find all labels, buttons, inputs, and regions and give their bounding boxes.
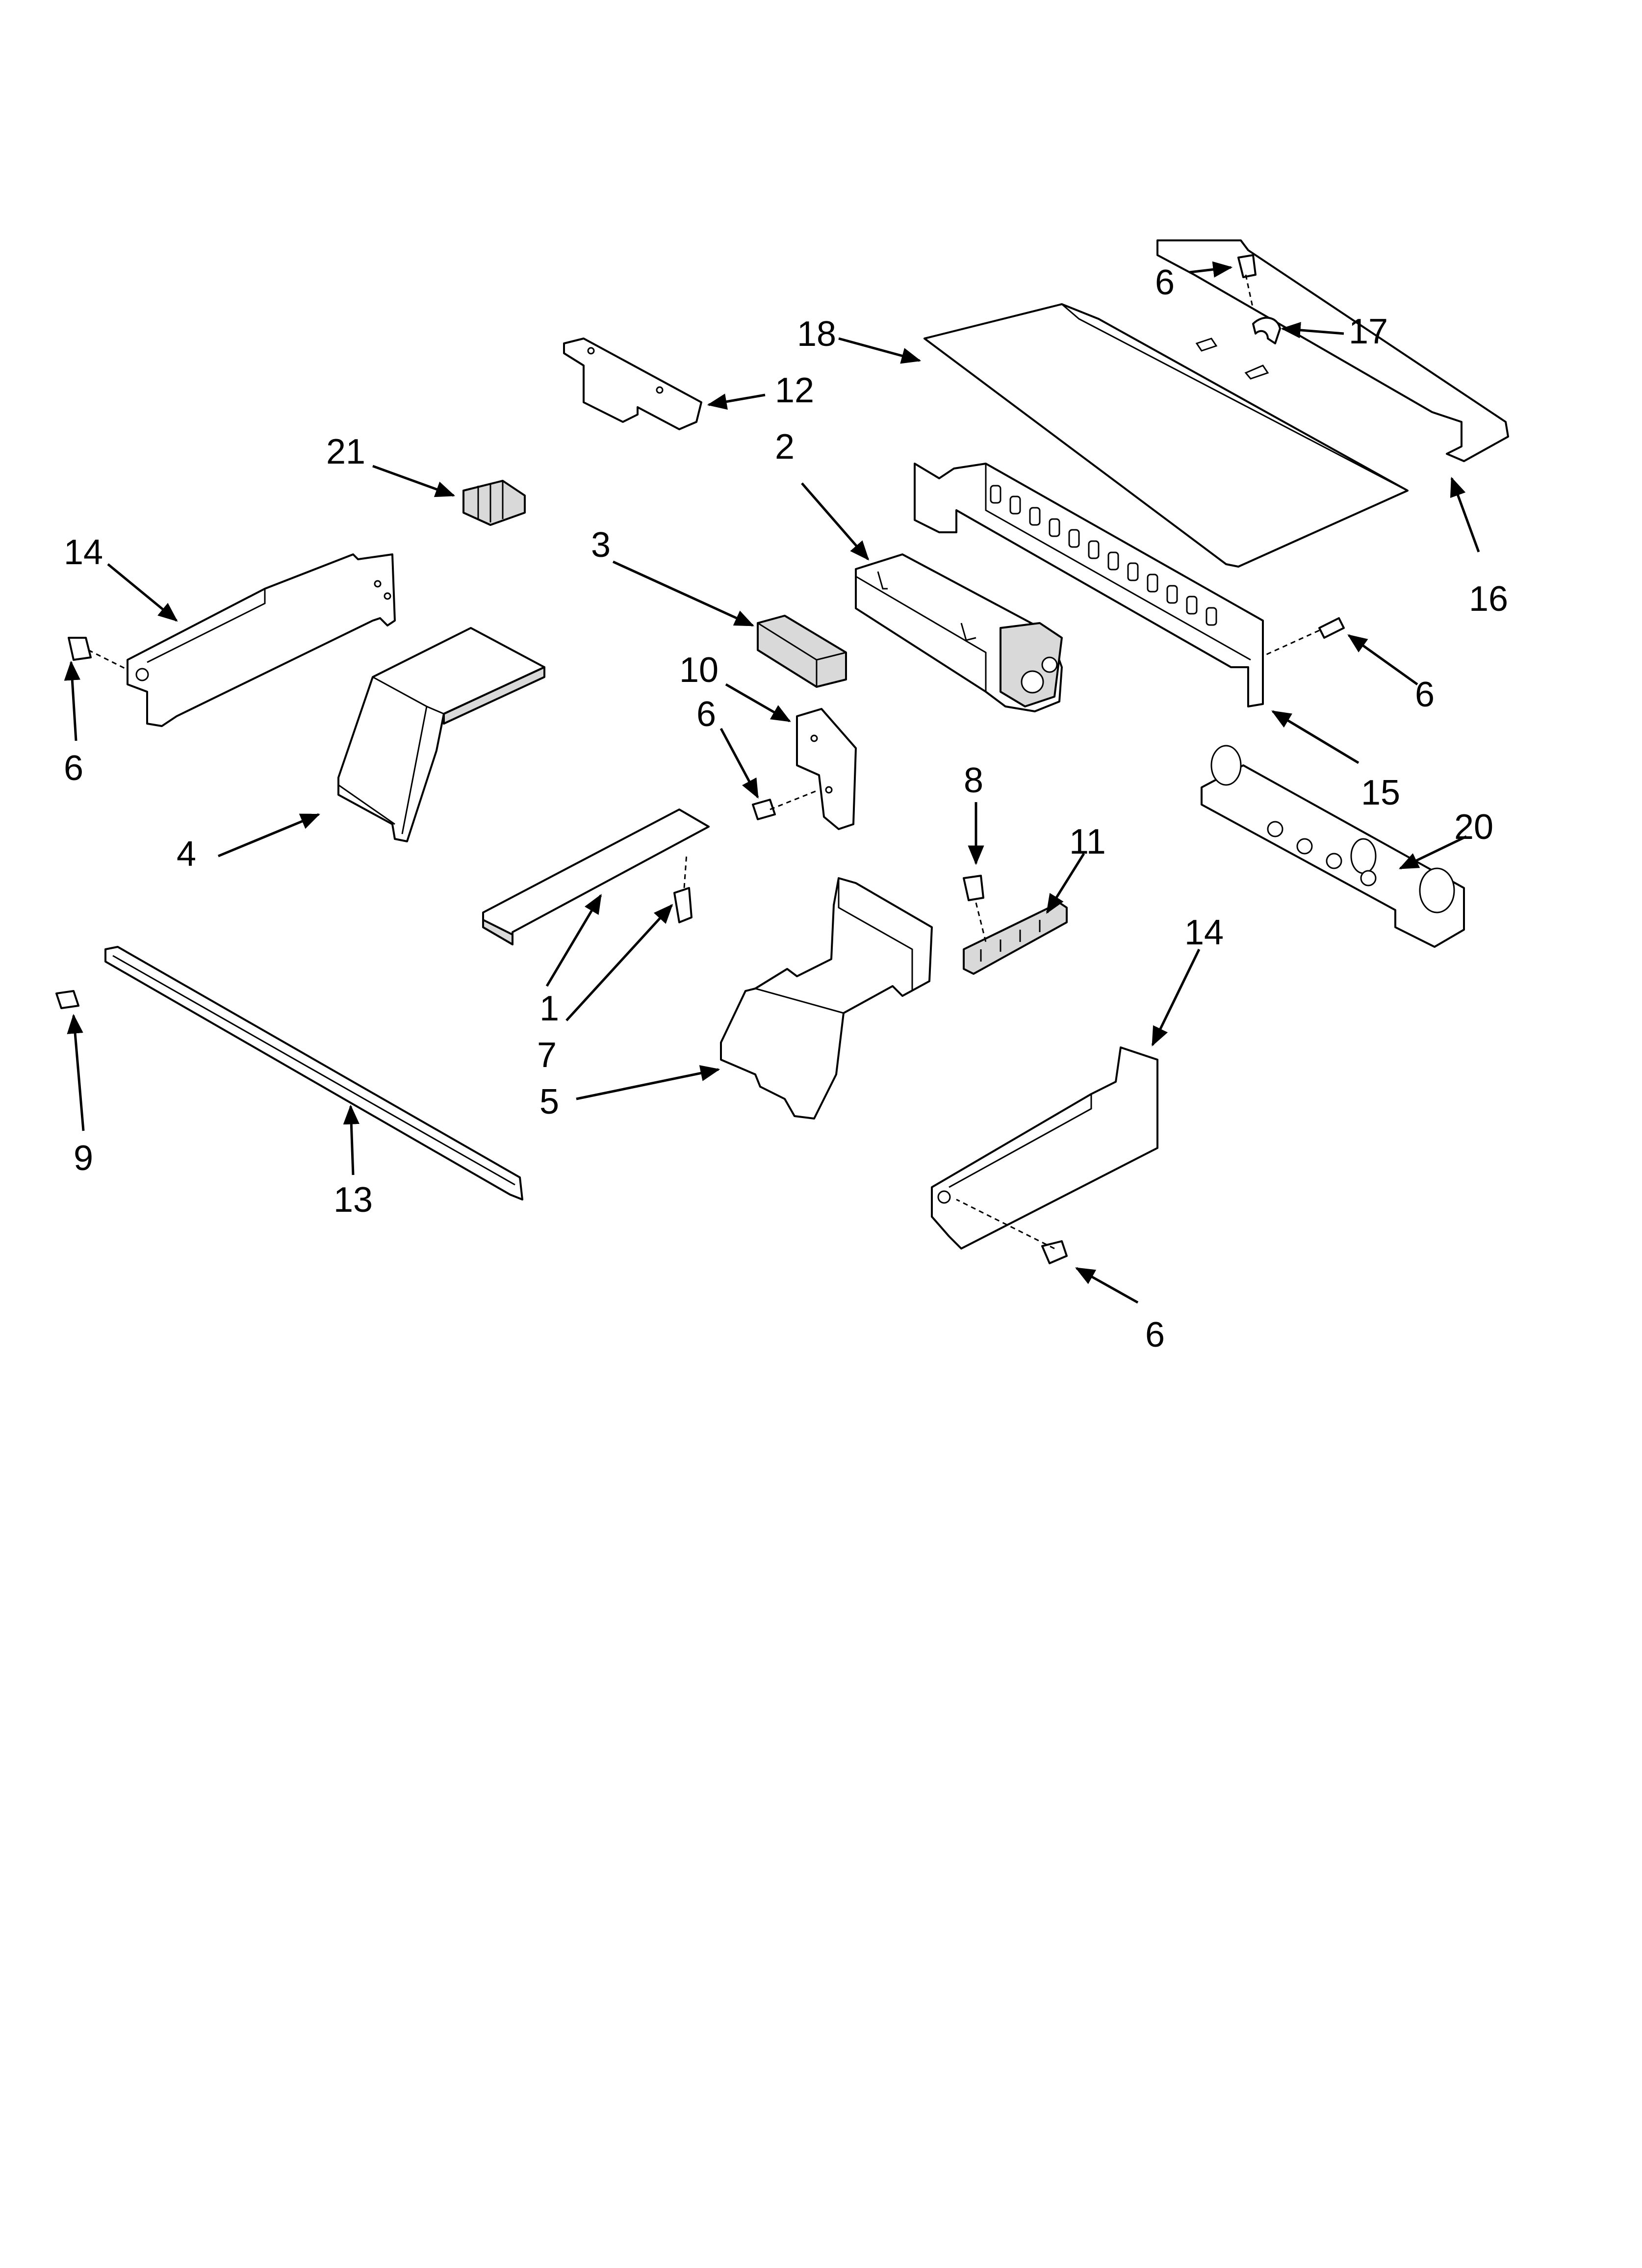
callout-21: 21: [326, 432, 365, 471]
part-14-side-bracket-right: [931, 1046, 1158, 1250]
part-20-control-panel: [1201, 745, 1465, 948]
callout-6-left: 6: [64, 749, 83, 788]
callout-12: 12: [775, 371, 814, 410]
callout-5: 5: [539, 1082, 559, 1121]
part-16-top-plate: [1156, 239, 1509, 462]
callout-13: 13: [334, 1180, 373, 1220]
part-14-side-bracket-left: [127, 553, 396, 727]
callout-11: 11: [1069, 822, 1106, 861]
callout-6-middle: 6: [696, 695, 716, 734]
callout-18: 18: [797, 314, 836, 354]
part-15-control-bracket: [914, 463, 1264, 707]
callout-16: 16: [1469, 579, 1508, 619]
callout-4: 4: [177, 834, 196, 874]
callout-8: 8: [964, 761, 983, 800]
screw-icon: [55, 254, 1345, 1264]
part-12-bracket: [563, 338, 702, 430]
callout-14-left: 14: [64, 533, 103, 572]
part-17-clamp: [1252, 316, 1281, 344]
callout-17: 17: [1349, 312, 1388, 351]
part-21-transformer: [462, 480, 526, 526]
part-13-rail: [104, 946, 523, 1200]
callout-3: 3: [591, 525, 611, 565]
part-4-duct: [337, 627, 545, 842]
callout-1: 1: [539, 989, 559, 1028]
part-10-bracket: [796, 708, 857, 830]
callout-6-bottom: 6: [1145, 1315, 1165, 1355]
part-5-lower-duct: [720, 877, 933, 1120]
leader-lines: [64, 261, 1480, 1304]
part-1-baffle: [482, 808, 710, 945]
callout-6-right: 6: [1415, 675, 1435, 714]
callout-14-right: 14: [1184, 913, 1224, 952]
part-3-insulation-block: [757, 615, 847, 688]
callout-9: 9: [74, 1139, 93, 1178]
callout-labels: 6 17 18 16 12 21 2 3 14 6 15 6 10 6 20 4…: [64, 263, 1508, 1355]
part-2-control-assembly: [855, 553, 1063, 712]
callout-20: 20: [1454, 808, 1493, 847]
callout-10: 10: [679, 651, 718, 690]
part-18-shield: [924, 303, 1409, 568]
callout-7: 7: [537, 1036, 557, 1075]
callout-6-top: 6: [1155, 263, 1175, 302]
callout-2: 2: [775, 427, 795, 467]
callout-15: 15: [1361, 773, 1400, 812]
